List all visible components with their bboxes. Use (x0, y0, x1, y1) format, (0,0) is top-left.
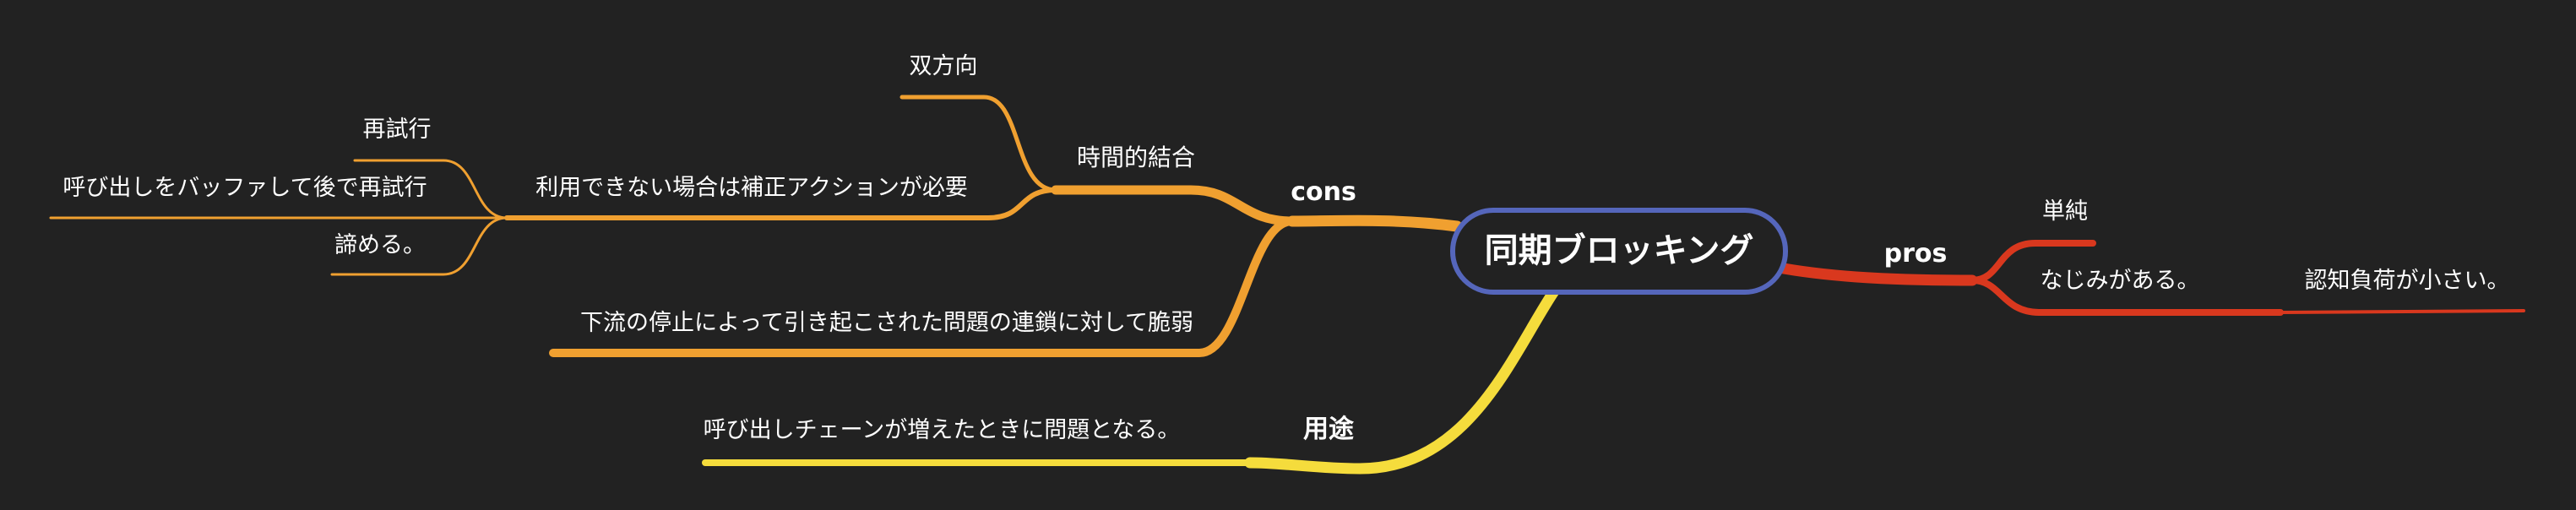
connector-fragile (549, 217, 1296, 357)
pros-label[interactable]: pros (1884, 239, 1948, 269)
connector-retry (353, 159, 508, 220)
pros-branch-lines (1778, 240, 2525, 316)
usage-main-connector (1244, 285, 1560, 475)
connector-familiar (1969, 277, 2284, 316)
cons-branch-lines (49, 95, 1463, 357)
central-node-label: 同期ブロッキング (1485, 231, 1754, 270)
connector-bidirectional (899, 95, 1058, 193)
familiar-label[interactable]: なじみがある。 (2041, 268, 2200, 294)
fragile-label[interactable]: 下流の停止によって引き起こされた問題の連鎖に対して脆弱 (580, 310, 1193, 336)
temporal-coupling-label[interactable]: 時間的結合 (1077, 144, 1195, 171)
connector-temporal-coupling (1051, 185, 1297, 226)
usage-branch-lines (702, 285, 1560, 475)
cons-label[interactable]: cons (1291, 177, 1356, 207)
retry-label[interactable]: 再試行 (363, 117, 432, 143)
low-cognitive-load-label[interactable]: 認知負荷が小さい。 (2305, 268, 2510, 294)
connector-give-up (330, 216, 508, 276)
simple-label[interactable]: 単純 (2042, 198, 2088, 225)
give-up-label[interactable]: 諦める。 (334, 232, 426, 258)
pros-main-connector (1778, 263, 1978, 286)
connector-low-cognitive-load (2279, 309, 2525, 314)
usage-label[interactable]: 用途 (1303, 415, 1355, 444)
buffer-retry-label[interactable]: 呼び出しをバッファして後で再試行 (62, 175, 427, 201)
connector-compensation (504, 187, 1058, 220)
central-node-box (1450, 208, 1788, 295)
cons-main-connector (1286, 214, 1463, 232)
compensation-label[interactable]: 利用できない場合は補正アクションが必要 (535, 175, 968, 201)
central-node[interactable]: 同期ブロッキング (1450, 208, 1788, 295)
call-chain-label[interactable]: 呼び出しチェーンが増えたときに問題となる。 (704, 417, 1181, 443)
bidirectional-label[interactable]: 双方向 (910, 53, 978, 79)
